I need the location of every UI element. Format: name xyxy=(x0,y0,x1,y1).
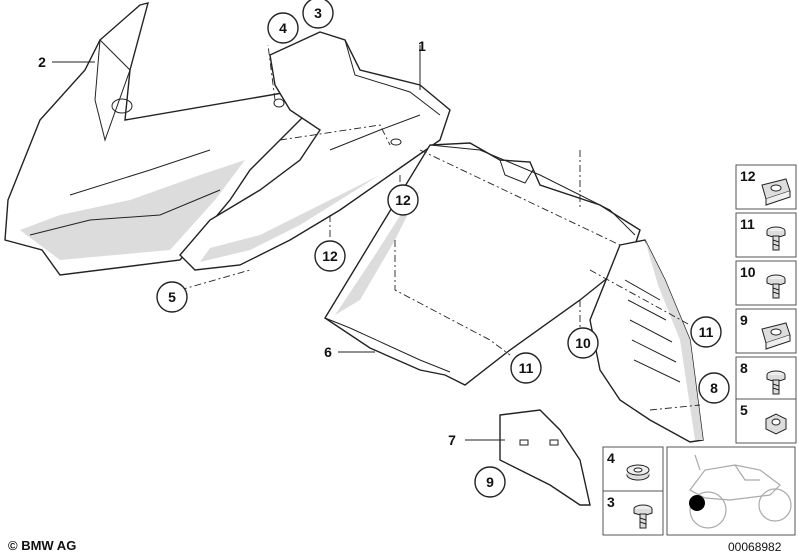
legend-cell-washer: 4 xyxy=(602,446,664,492)
drawing-number: 00068982 xyxy=(728,540,782,554)
screw-icon xyxy=(633,504,653,529)
callout-label: 8 xyxy=(710,380,718,396)
callout-8: 8 xyxy=(698,372,730,404)
location-marker-dot xyxy=(689,495,705,511)
callout-label: 12 xyxy=(322,248,338,264)
callout-2: 2 xyxy=(38,54,46,70)
callout-label: 11 xyxy=(699,324,714,340)
legend-cell-screw: 8 xyxy=(735,356,797,402)
legend-label: 4 xyxy=(607,450,615,466)
callout-label: 1 xyxy=(418,38,426,54)
callout-label: 4 xyxy=(279,20,287,36)
leader-lines xyxy=(52,45,505,441)
legend-label: 12 xyxy=(740,168,756,184)
legend-label: 10 xyxy=(740,264,756,280)
legend-cell-hex-nut: 5 xyxy=(735,398,797,444)
screw-icon xyxy=(766,226,786,251)
legend-cell-screw: 11 xyxy=(735,212,797,258)
callout-4: 4 xyxy=(267,12,299,44)
callout-label: 10 xyxy=(575,335,591,351)
callout-3: 3 xyxy=(302,0,334,29)
callout-1: 1 xyxy=(418,38,426,54)
legend-label: 11 xyxy=(740,216,755,232)
callout-12: 12 xyxy=(387,184,419,216)
callout-label: 11 xyxy=(519,360,534,376)
legend-label: 5 xyxy=(740,402,748,418)
side-panel xyxy=(179,31,451,271)
hex-nut-icon xyxy=(765,413,787,435)
callout-label: 12 xyxy=(395,192,411,208)
parts-legend: 12 11 10 9 8 5 4 3 xyxy=(602,164,797,536)
legend-cell-screw: 10 xyxy=(735,260,797,306)
callout-label: 7 xyxy=(448,432,456,448)
callout-12: 12 xyxy=(314,240,346,272)
legend-cell-clip-nut: 12 xyxy=(735,164,797,210)
copyright-notice: © BMW AG xyxy=(8,538,77,553)
callout-label: 5 xyxy=(168,289,176,305)
callout-9: 9 xyxy=(474,466,506,498)
inner-vent-panel xyxy=(589,239,704,443)
callout-label: 3 xyxy=(314,5,322,21)
clip-nut-icon xyxy=(761,178,791,206)
legend-label: 3 xyxy=(607,494,615,510)
callout-11: 11 xyxy=(690,316,722,348)
callout-5: 5 xyxy=(156,281,188,313)
legend-label: 8 xyxy=(740,360,748,376)
callout-label: 6 xyxy=(324,344,332,360)
screw-icon xyxy=(766,370,786,395)
fairing-front-panel xyxy=(4,2,322,276)
callout-label: 9 xyxy=(486,474,494,490)
callout-10: 10 xyxy=(567,327,599,359)
clip-nut-icon xyxy=(761,322,791,350)
legend-cell-clip-nut: 9 xyxy=(735,308,797,354)
screw-icon xyxy=(766,274,786,299)
callout-11: 11 xyxy=(510,352,542,384)
legend-label: 9 xyxy=(740,312,748,328)
callout-label: 2 xyxy=(38,54,46,70)
legend-cell-screw: 3 xyxy=(602,490,664,536)
callout-6: 6 xyxy=(324,344,332,360)
lower-cover-panel xyxy=(499,409,591,506)
callout-7: 7 xyxy=(448,432,456,448)
assembly-lines xyxy=(179,44,701,411)
motorcycle-location-thumbnail xyxy=(666,446,796,536)
washer-icon xyxy=(626,464,650,481)
